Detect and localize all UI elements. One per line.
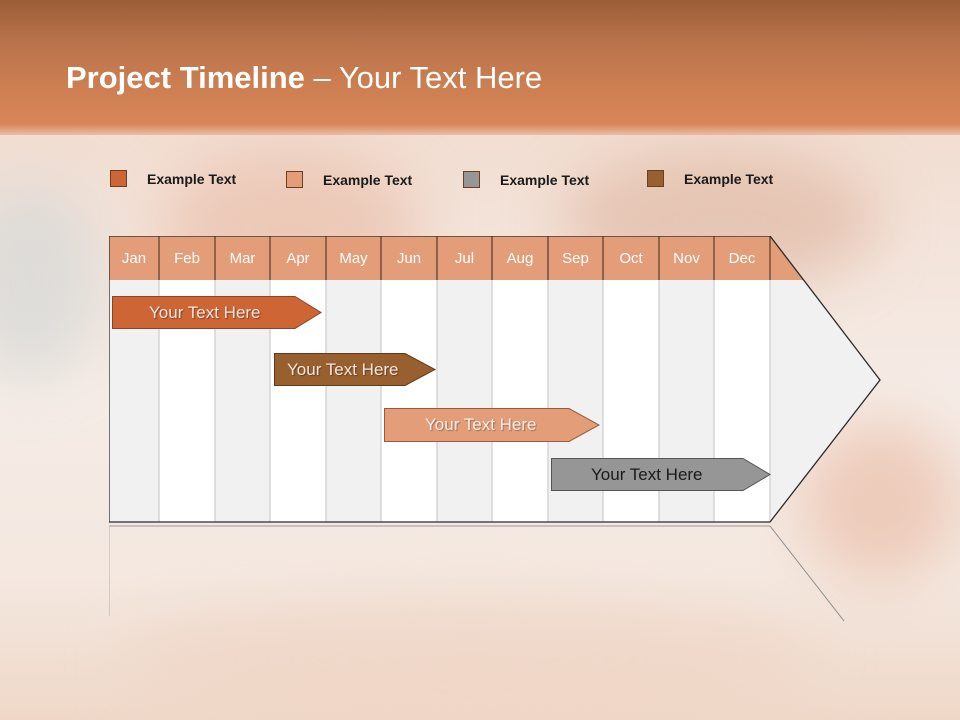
month-label: Jul: [454, 249, 475, 267]
month-label: Dec: [728, 249, 756, 267]
month-label: May: [339, 249, 368, 267]
page-title: Project Timeline – Your Text Here: [66, 60, 542, 96]
legend-swatch: [647, 170, 664, 187]
legend-item: Example Text: [647, 170, 773, 187]
timeline-bar[interactable]: Your Text Here: [112, 296, 322, 329]
month-label: Jan: [121, 249, 147, 267]
legend: Example Text Example Text Example Text E…: [0, 170, 960, 194]
month-label: Oct: [619, 249, 643, 267]
legend-swatch: [110, 170, 127, 187]
bar-label: Your Text Here: [425, 415, 537, 434]
legend-swatch: [286, 171, 303, 188]
month-label: Sep: [562, 249, 589, 267]
timeline-bar[interactable]: Your Text Here: [274, 353, 436, 386]
arrow-shape-icon: [274, 353, 436, 386]
legend-item: Example Text: [110, 170, 236, 187]
month-label: Mar: [229, 249, 256, 267]
month-label: Aug: [506, 249, 534, 267]
legend-label: Example Text: [147, 170, 237, 187]
title-bold: Project Timeline: [66, 60, 305, 95]
legend-swatch: [463, 171, 480, 188]
bar-label: Your Text Here: [149, 302, 261, 322]
arrow-shape-icon: [551, 458, 771, 491]
timeline-bar[interactable]: Your Text Here: [384, 408, 600, 442]
legend-label: Example Text: [684, 170, 774, 187]
arrow-shape-icon: [384, 408, 600, 442]
month-label: Apr: [286, 249, 310, 267]
legend-label: Example Text: [500, 171, 590, 188]
bar-label: Your Text Here: [287, 359, 399, 379]
month-label: Nov: [673, 249, 700, 267]
legend-label: Example Text: [323, 171, 413, 188]
month-label: Feb: [174, 249, 200, 267]
month-label: Jun: [396, 249, 422, 267]
arrow-shape-icon: [112, 296, 322, 329]
legend-item: Example Text: [463, 171, 589, 188]
title-rest: – Your Text Here: [304, 60, 543, 95]
timeline-bar[interactable]: Your Text Here: [551, 458, 771, 491]
header-band: [0, 0, 960, 135]
bar-label: Your Text Here: [591, 464, 703, 484]
legend-item: Example Text: [286, 171, 412, 188]
